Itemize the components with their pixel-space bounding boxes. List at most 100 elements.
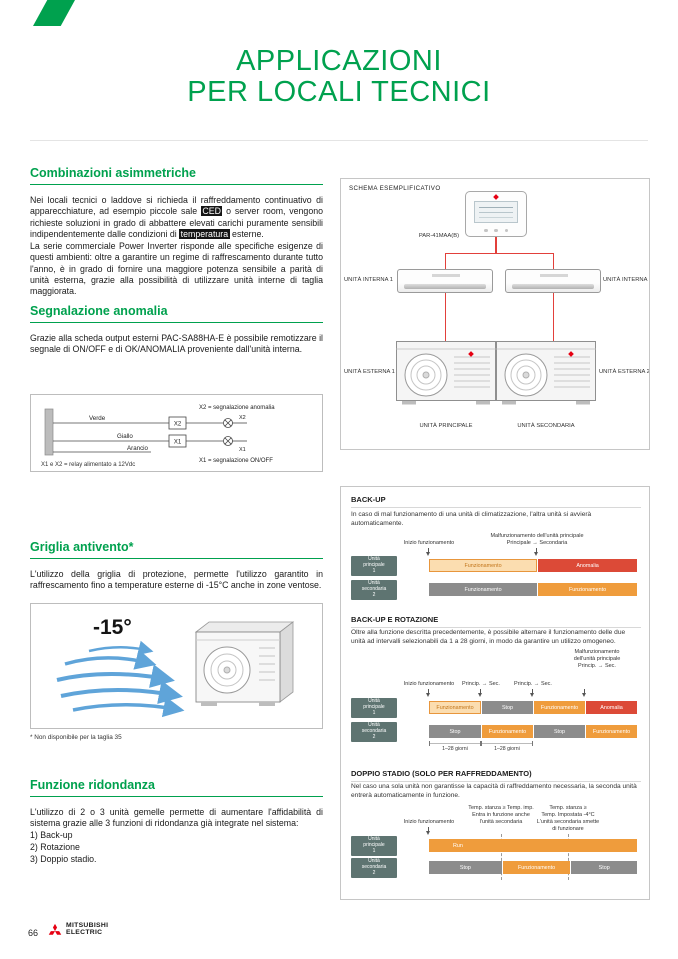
signal-line	[444, 293, 446, 341]
wind-arrows-icon	[56, 640, 185, 718]
secondary-unit-label: UNITÀ SECONDARIA	[517, 423, 575, 429]
note-anomalia: X2 = segnalazione anomalia	[199, 405, 275, 411]
segment-anomalia: Anomalia	[585, 701, 637, 714]
down-arrow-icon	[426, 689, 430, 697]
outdoor-unit-2-label: UNITÀ ESTERNA 2	[599, 369, 650, 375]
outdoor-unit-1	[396, 341, 496, 405]
corner-accent-shape	[33, 0, 75, 26]
segment-stop: Stop	[570, 861, 637, 874]
ridondanza-item-3: 3) Doppio stadio.	[30, 853, 97, 864]
interval-text: 1–28 giorni	[442, 746, 468, 752]
timeline-bar-principale: Funzionamento Stop Funzionamento Anomali…	[429, 701, 637, 714]
schema-caption: SCHEMA ESEMPLIFICATIVO	[349, 185, 441, 192]
interval-arrow	[481, 741, 533, 746]
transition-dashed-line	[501, 834, 502, 880]
row-label-secondaria: Unità secondaria 2	[351, 858, 397, 878]
section-segnalazione: Segnalazione anomalia Grazie alla scheda…	[30, 304, 323, 472]
ridondanza-item-2: 2) Rotazione	[30, 841, 80, 852]
mitsubishi-diamonds-icon	[48, 923, 62, 935]
rotazione-diagram: Inizio funzionamento Princip. → Sec. Pri…	[351, 681, 641, 759]
section-combinazioni: Combinazioni asimmetriche Nei locali tec…	[30, 166, 323, 298]
segment-run: Run	[429, 839, 637, 852]
segment-funzionamento: Funzionamento	[537, 583, 637, 596]
segment-funzionamento: Funzionamento	[429, 559, 538, 572]
indoor-unit-1	[397, 269, 493, 293]
start-label: Inizio funzionamento	[403, 540, 455, 546]
wind-diagram-drawing	[56, 621, 295, 718]
griglia-paragraph: L'utilizzo della griglia di protezione, …	[30, 569, 323, 591]
highlighted-term-ced: CED	[200, 206, 223, 217]
row-label-principale: Unità principale 1	[351, 556, 397, 576]
controller-label: PAR-41MAA(B)	[418, 233, 459, 239]
event-line: Malfunzionamento dell'unità principale	[490, 533, 584, 539]
segment-stop: Stop	[429, 861, 502, 874]
signal-line	[495, 237, 497, 253]
backup-description: In caso di mal funzionamento di una unit…	[351, 511, 592, 527]
down-arrow-icon	[530, 689, 534, 697]
row-label-secondaria: Unità secondaria 2	[351, 722, 397, 742]
signal-line	[552, 253, 554, 269]
ridondanza-paragraph: L'utilizzo di 2 o 3 unità gemelle permet…	[30, 807, 323, 829]
timeline-bar-principale: Funzionamento Anomalia	[429, 559, 637, 572]
signal-line	[552, 293, 554, 341]
doppio-description: Nel caso una sola unità non garantisse l…	[351, 783, 637, 799]
row-label-secondaria: Unità secondaria 2	[351, 580, 397, 600]
segment-stop: Stop	[533, 725, 585, 738]
interval-marker: 1–28 giorni	[429, 741, 481, 752]
indoor-unit-2-label: UNITÀ INTERNA 2	[603, 277, 650, 283]
text-run: o server room, vengono richieste soluzio…	[30, 206, 323, 240]
segnalazione-heading: Segnalazione anomalia	[30, 304, 323, 323]
down-arrow-icon	[534, 548, 538, 556]
segment-stop: Stop	[429, 725, 481, 738]
start-label: Inizio funzionamento	[403, 681, 455, 687]
ridondanza-heading: Funzione ridondanza	[30, 778, 323, 797]
down-arrow-icon	[478, 689, 482, 697]
timeline-bar-principale: Run	[429, 839, 637, 852]
combinazioni-paragraph-2: La serie commerciale Power Inverter risp…	[30, 240, 323, 297]
event-line: Principale → Secondaria	[506, 539, 568, 546]
segment-funzionamento: Funzionamento	[533, 701, 585, 714]
text-run: esterne.	[229, 229, 264, 240]
wiring-caption: X1 e X2 = relay alimentato a 12Vdc	[41, 462, 135, 468]
signal-line	[444, 253, 446, 269]
wind-diagram: -15°	[30, 602, 323, 729]
section-ridondanza: Funzione ridondanza L'utilizzo di 2 o 3 …	[30, 778, 323, 865]
griglia-heading: Griglia antivento*	[30, 540, 323, 559]
temperature-label: -15°	[93, 615, 132, 639]
timeline-bar-secondaria: Stop Funzionamento Stop	[429, 861, 637, 874]
segnalazione-paragraph: Grazie alla scheda output esterni PAC-SA…	[30, 333, 323, 355]
terminal-box-x1: X1	[174, 439, 182, 445]
brand-wordmark: MITSUBISHI ELECTRIC	[66, 922, 109, 937]
interval-arrow	[429, 741, 481, 746]
rotazione-description: Oltre alla funzione descritta precedente…	[351, 629, 626, 645]
segment-funzionamento: Funzionamento	[585, 725, 637, 738]
indoor-unit-2	[505, 269, 601, 293]
row-label-principale: Unità principale 1	[351, 698, 397, 718]
note-onoff: X1 = segnalazione ON/OFF	[199, 458, 273, 464]
backup-event-label: Malfunzionamento dell'unità principale P…	[447, 533, 627, 547]
page-title-line1: APPLICAZIONI	[236, 45, 442, 77]
mitsubishi-electric-logo: MITSUBISHI ELECTRIC	[47, 922, 108, 937]
down-arrow-icon	[582, 689, 586, 697]
interval-text: 1–28 giorni	[494, 746, 520, 752]
relay-label-x2: X2	[239, 415, 246, 421]
outdoor-unit-1-label: UNITÀ ESTERNA 1	[344, 369, 395, 375]
rotazione-event-label: Malfunzionamento dell'unità principale P…	[573, 649, 621, 669]
switch-label: Princip. → Sec.	[462, 681, 500, 687]
text-run: Nei locali tecnici o laddove si richieda…	[30, 195, 323, 217]
highlighted-term-temperatura: temperatura	[179, 229, 230, 240]
stage-on-label: Temp. stanza ≥ Temp. imp. Entra in funzi…	[468, 805, 534, 825]
outdoor-unit-2	[496, 341, 596, 405]
doppio-heading: DOPPIO STADIO (SOLO PER RAFFREDDAMENTO)	[351, 769, 641, 782]
combinazioni-heading: Combinazioni asimmetriche	[30, 166, 323, 185]
relay-label-x1: X1	[239, 447, 246, 453]
backup-diagram: Malfunzionamento dell'unità principale P…	[351, 533, 641, 603]
down-arrow-icon	[426, 548, 430, 556]
outdoor-unit-drawing	[496, 341, 596, 405]
signal-line	[444, 253, 554, 255]
combinazioni-paragraph-1: Nei locali tecnici o laddove si richieda…	[30, 195, 323, 241]
segment-standby: Funzionamento	[429, 583, 538, 596]
transition-dashed-line	[568, 834, 569, 880]
timeline-bar-secondaria: Stop Funzionamento Stop Funzionamento	[429, 725, 637, 738]
segment-anomalia: Anomalia	[537, 559, 637, 572]
